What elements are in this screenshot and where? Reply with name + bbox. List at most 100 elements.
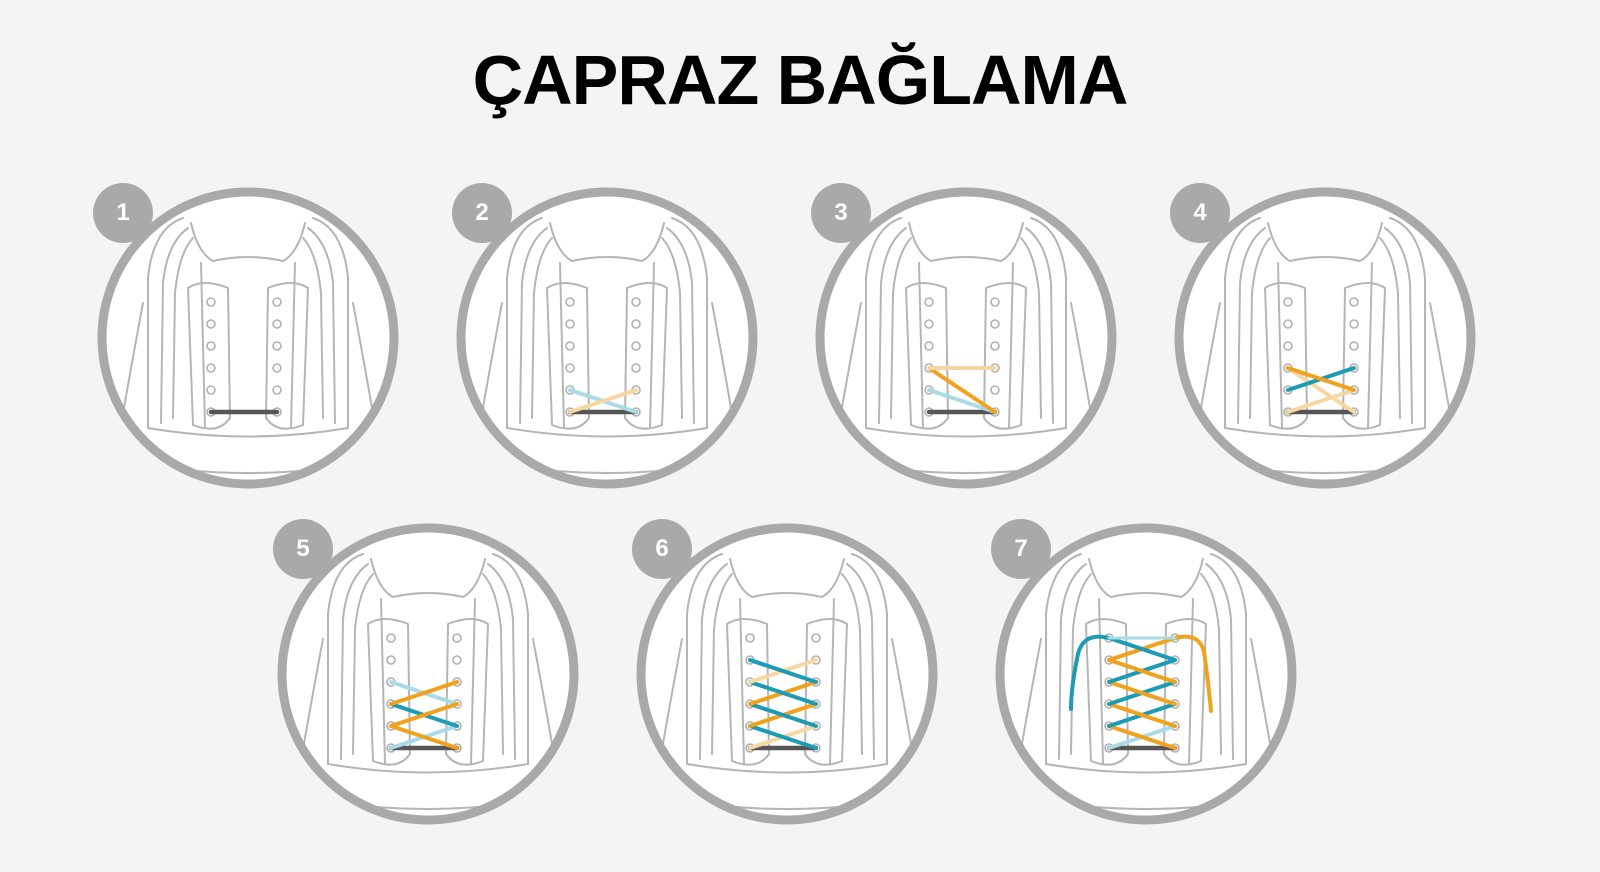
orange-lace	[1107, 724, 1177, 750]
eyelet-right-5	[272, 385, 282, 395]
step-badge	[273, 519, 333, 579]
step-number-6: 6	[655, 535, 669, 562]
eyelet-left-4	[565, 363, 575, 373]
orange-lace	[1286, 366, 1356, 414]
left-eyelet-flap	[905, 282, 949, 430]
step-number-5: 5	[296, 535, 310, 562]
step-badge	[632, 519, 692, 579]
shoe-collar-line	[147, 217, 349, 429]
eyelet-right-4	[272, 363, 282, 373]
shoe-collar-line	[506, 217, 708, 429]
step-2: 2	[452, 183, 762, 493]
eyelet-right-1	[272, 297, 282, 307]
shoe-tongue-line	[190, 222, 306, 262]
eyelet-right-2	[452, 655, 462, 665]
step-5: 5	[273, 519, 583, 829]
orange-lace	[1286, 388, 1356, 414]
right-eyelet-flap	[445, 618, 489, 766]
illustration-background	[104, 194, 392, 482]
step-badge	[991, 519, 1051, 579]
right-eyelet-flap	[265, 282, 309, 430]
eyelet-left-1	[565, 297, 575, 307]
orange-lace	[1286, 366, 1356, 392]
eyelet-left-3	[924, 341, 934, 351]
eyelet-right-1	[452, 633, 462, 643]
step-ring	[456, 187, 758, 489]
shoe-collar-line	[531, 237, 683, 419]
orange-lace	[389, 724, 459, 750]
shoe-collar-line	[686, 553, 888, 765]
shoe-collar-line	[699, 563, 875, 760]
left-eyelet-flap	[726, 618, 770, 766]
shoe-tongue-line	[559, 262, 655, 429]
orange-lace	[1107, 680, 1177, 706]
eyelet-left-1	[745, 633, 755, 643]
step-7-illustration	[991, 519, 1297, 825]
illustration-background	[822, 194, 1110, 482]
illustration-background	[463, 194, 751, 482]
eyelet-left-1	[206, 297, 216, 307]
step-3-illustration	[811, 183, 1117, 489]
step-number-2: 2	[475, 199, 489, 226]
step-2-illustration	[452, 183, 758, 489]
step-4-illustration	[1170, 183, 1476, 489]
blue-lace-end	[1069, 634, 1111, 711]
blue-lace	[748, 658, 818, 684]
eyelet-left-2	[565, 319, 575, 329]
eyelet-right-3	[272, 341, 282, 351]
illustration-background	[284, 530, 572, 818]
shoe-vamp-line	[147, 427, 349, 438]
blue-lace	[1107, 636, 1177, 662]
step-1-illustration	[93, 183, 399, 489]
eyelet-right-2	[272, 319, 282, 329]
step-number-4: 4	[1193, 199, 1207, 226]
shoe-tongue-line	[200, 262, 296, 429]
page-title: ÇAPRAZ BAĞLAMA	[472, 41, 1129, 119]
eyelet-left-5	[206, 385, 216, 395]
step-ring	[995, 523, 1297, 825]
shoe-collar-line	[1237, 227, 1413, 424]
shoe-vamp-line	[327, 763, 529, 774]
step-ring	[97, 187, 399, 489]
shoe-collar-line	[1045, 553, 1247, 765]
eyelet-left-3	[206, 341, 216, 351]
eyelet-right-1	[1349, 297, 1359, 307]
shoe-collar-line	[1224, 217, 1426, 429]
eyelet-right-1	[811, 633, 821, 643]
shoe-collar-line	[1070, 573, 1222, 755]
eyelet-left-2	[386, 655, 396, 665]
blue-lace	[927, 388, 997, 414]
right-eyelet-flap	[804, 618, 848, 766]
shoe-collar-line	[340, 563, 516, 760]
step-6-illustration	[632, 519, 938, 825]
right-eyelet-flap	[1163, 618, 1207, 766]
step-4: 4	[1170, 183, 1480, 493]
eyelet-right-3	[990, 341, 1000, 351]
eyelet-left-4	[206, 363, 216, 373]
eyelet-right-2	[990, 319, 1000, 329]
shoe-tongue-line	[918, 262, 1014, 429]
blue-lace	[748, 724, 818, 750]
eyelet-right-1	[631, 297, 641, 307]
orange-lace-end	[1173, 634, 1213, 713]
shoe-vamp-line	[506, 427, 708, 438]
shoe-outline-icon	[656, 553, 918, 810]
left-eyelet-flap	[367, 618, 411, 766]
shoe-tongue-line	[739, 598, 835, 765]
step-3: 3	[811, 183, 1121, 493]
eyelet-right-4	[631, 363, 641, 373]
eyelet-right-2	[1349, 319, 1359, 329]
shoe-vamp-line	[1045, 763, 1247, 774]
step-number-3: 3	[834, 199, 848, 226]
shoe-collar-line	[352, 573, 504, 755]
shoe-tongue-line	[380, 598, 476, 765]
illustration-background	[1181, 194, 1469, 482]
step-badge	[1170, 183, 1230, 243]
step-7: 7	[991, 519, 1301, 829]
eyelet-left-2	[1283, 319, 1293, 329]
eyelet-right-1	[990, 297, 1000, 307]
shoe-tongue-line	[549, 222, 665, 262]
eyelet-left-2	[206, 319, 216, 329]
shoe-collar-line	[711, 573, 863, 755]
left-eyelet-flap	[1264, 282, 1308, 430]
